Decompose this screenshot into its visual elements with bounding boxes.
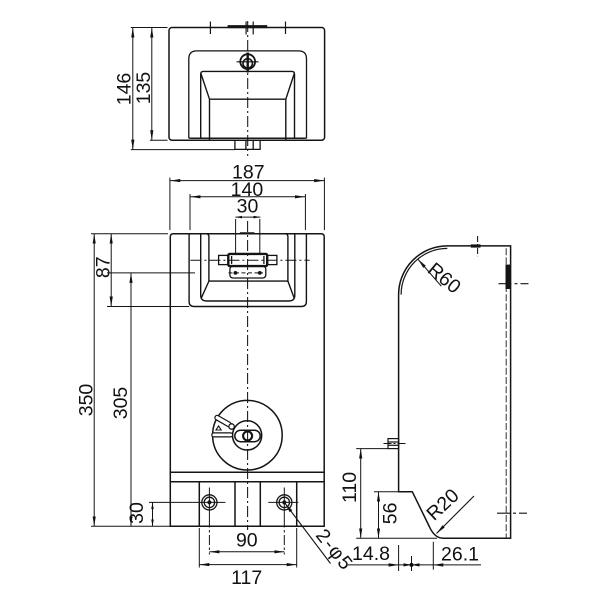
svg-text:56: 56 bbox=[380, 503, 402, 525]
svg-text:140: 140 bbox=[231, 179, 264, 201]
svg-text:30: 30 bbox=[237, 196, 259, 218]
svg-text:R60: R60 bbox=[423, 258, 465, 298]
svg-text:146: 146 bbox=[114, 73, 136, 106]
svg-text:187: 187 bbox=[232, 161, 265, 183]
svg-text:87: 87 bbox=[93, 256, 115, 278]
svg-text:26.1: 26.1 bbox=[441, 543, 479, 565]
svg-text:135: 135 bbox=[133, 72, 155, 105]
svg-text:90: 90 bbox=[236, 530, 258, 552]
svg-text:117: 117 bbox=[231, 567, 262, 589]
svg-text:R20: R20 bbox=[422, 485, 463, 526]
svg-text:110: 110 bbox=[339, 472, 361, 503]
svg-text:14.8: 14.8 bbox=[352, 543, 390, 565]
svg-text:2-φ5: 2-φ5 bbox=[311, 525, 357, 575]
svg-text:30: 30 bbox=[126, 502, 148, 524]
svg-text:305: 305 bbox=[110, 387, 132, 420]
svg-text:350: 350 bbox=[76, 384, 98, 417]
